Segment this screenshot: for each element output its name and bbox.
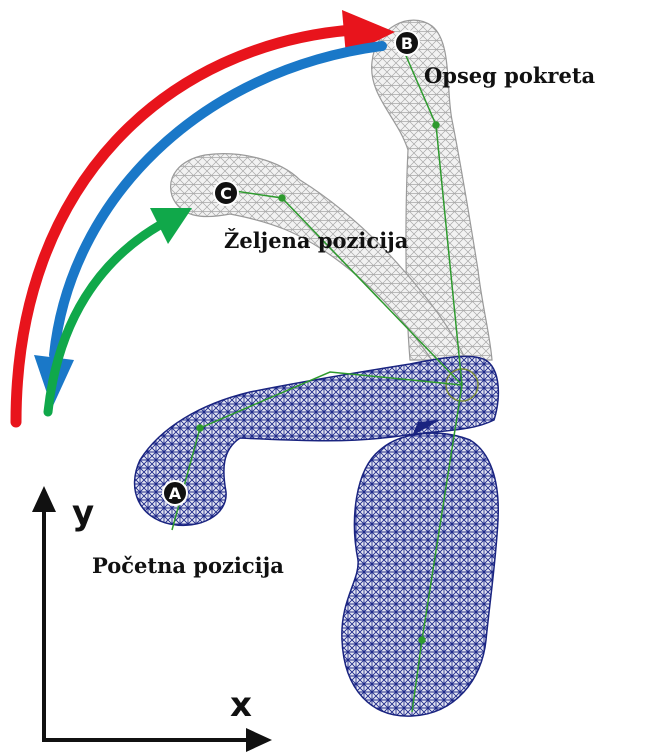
y-axis-arrow-head xyxy=(32,486,56,512)
point-marker-a: A xyxy=(163,481,187,505)
x-axis-label: x xyxy=(230,685,252,725)
point-marker-c: C xyxy=(214,181,238,205)
caption-start-position: Početna pozicija xyxy=(92,553,284,578)
x-axis-arrow-head xyxy=(246,728,272,752)
mesh-arm-start-position xyxy=(135,356,499,716)
point-marker-b: B xyxy=(395,31,419,55)
caption-desired-position: Željena pozicija xyxy=(224,228,409,253)
coordinate-axes: y x xyxy=(32,486,272,752)
svg-text:C: C xyxy=(220,184,232,203)
svg-text:A: A xyxy=(169,484,182,503)
svg-text:B: B xyxy=(401,34,413,53)
y-axis-label: y xyxy=(72,493,94,533)
caption-range-of-motion: Opseg pokreta xyxy=(424,63,596,88)
desired-position-arrow xyxy=(48,208,192,412)
